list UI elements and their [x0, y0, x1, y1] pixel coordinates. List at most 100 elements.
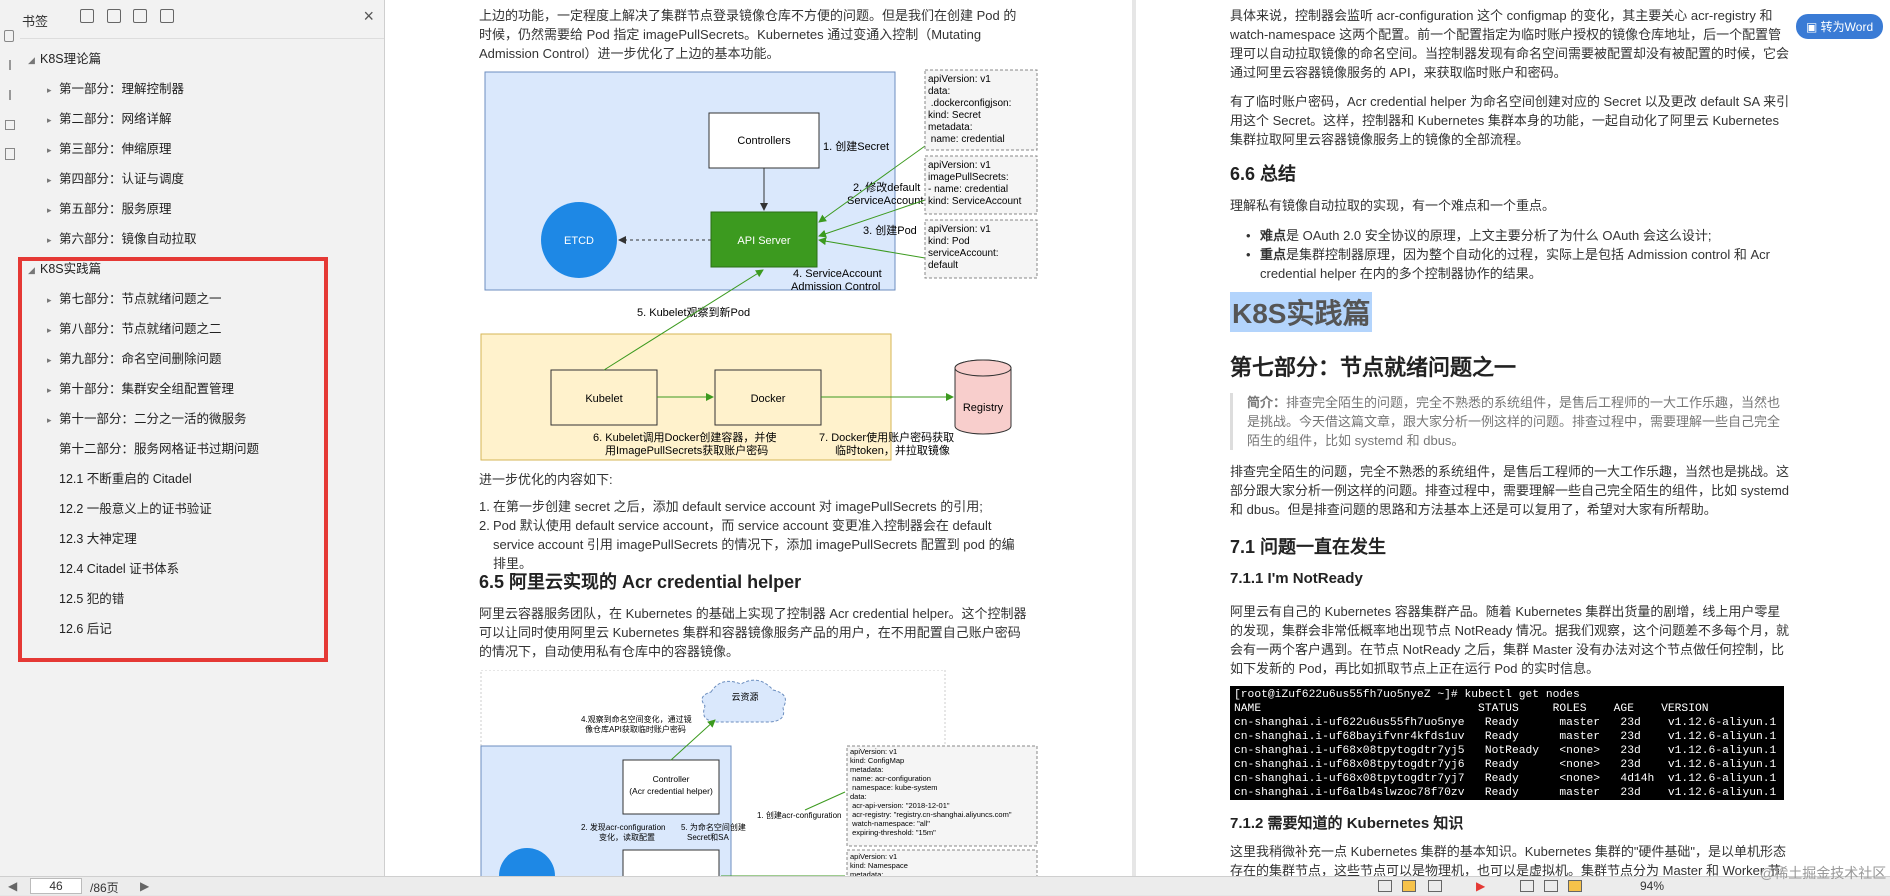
chevron-down-icon[interactable]: ◢ — [28, 265, 35, 275]
further-heading: 进一步优化的内容如下: — [479, 472, 613, 487]
note4a-label: 4.观察到命名空间变化，通过镜 — [581, 714, 692, 724]
terminal-output: [root@iZuf622u6us55fh7uo5nyeZ ~]# kubect… — [1230, 686, 1784, 800]
yaml-line: serviceAccount: — [928, 248, 999, 259]
prev-page-icon[interactable]: ◀ — [8, 879, 18, 893]
convert-to-word-button[interactable]: ▣ 转为Word — [1796, 14, 1884, 39]
bookmark-label: 第一部分：理解控制器 — [59, 82, 185, 96]
bookmark-item[interactable]: ▸第五部分：服务原理 — [47, 199, 172, 219]
next-page-icon[interactable]: ▶ — [140, 879, 150, 893]
chevron-right-icon[interactable]: ▸ — [47, 85, 52, 95]
chevron-right-icon[interactable]: ▸ — [47, 175, 52, 185]
bookmark-item[interactable]: ▸ 第七部分：节点就绪问题之一 — [47, 289, 222, 309]
two-page-icon[interactable] — [1428, 880, 1442, 892]
intro-paragraph: 上边的功能，一定程度上解决了集群节点登录镜像仓库不方便的问题。但是我们在创建 P… — [479, 8, 1017, 61]
chevron-right-icon[interactable]: ▸ — [47, 385, 52, 395]
chevron-right-icon[interactable]: ▸ — [47, 205, 52, 215]
terminal-line: [root@iZuf622u6us55fh7uo5nyeZ ~]# kubect… — [1234, 689, 1580, 701]
bookmark-label: 第七部分：节点就绪问题之一 — [59, 292, 222, 306]
bookmark-label: 第六部分：镜像自动拉取 — [59, 232, 197, 246]
docker-label: Docker — [751, 393, 786, 405]
chevron-right-icon[interactable]: ▸ — [47, 355, 52, 365]
cloud-resource-shape — [701, 679, 786, 723]
bookmark-group[interactable]: ◢ K8S理论篇 — [28, 49, 101, 69]
right-paragraph-2: 有了临时账户密码，Acr credential helper 为命名空间创建对应… — [1230, 94, 1790, 147]
bookmark-options-icon[interactable] — [160, 9, 174, 23]
thumbnail-icon[interactable] — [9, 60, 11, 70]
sidebar-header: 书签 × — [20, 0, 384, 39]
single-page-icon[interactable] — [1378, 880, 1392, 892]
yaml-line: data: — [928, 86, 950, 97]
etcd-node — [541, 202, 617, 278]
page-total: /86页 — [90, 881, 119, 895]
step7a-label: 7. Docker使用账户密码获取 — [819, 430, 954, 444]
yaml-line: watch-namespace: "all" — [850, 819, 930, 828]
bookmark-item[interactable]: ▸第九部分：命名空间删除问题 — [47, 349, 222, 369]
bookmark-panel-icon[interactable] — [4, 30, 14, 42]
add-bookmark-icon[interactable] — [133, 9, 147, 23]
bookmark-item[interactable]: ▸第二部分：网络详解 — [47, 109, 172, 129]
chevron-right-icon[interactable]: ▸ — [47, 235, 52, 245]
bookmark-label: 12.6 后记 — [59, 622, 112, 636]
chevron-right-icon[interactable]: ▸ — [47, 415, 52, 425]
right-paragraph-4: 排查完全陌生的问题，完全不熟悉的系统组件，是售后工程师的一大工作乐趣，当然也是挑… — [1230, 464, 1790, 517]
terminal-line: cn-shanghai.i-uf68x08tpytogdtr7yj6 Ready… — [1234, 759, 1777, 771]
bookmark-item[interactable]: ▸第十部分：集群安全组配置管理 — [47, 379, 234, 399]
right-paragraph-3: 理解私有镜像自动拉取的实现，有一个难点和一个重点。 — [1230, 198, 1556, 213]
bookmark-item[interactable]: 12.5 犯的错 — [47, 589, 124, 609]
fit-page-icon[interactable] — [1544, 880, 1558, 892]
chevron-down-icon[interactable]: ◢ — [28, 55, 35, 65]
page-number-input[interactable]: 46 — [30, 878, 82, 894]
bookmark-item[interactable]: 12.3 大神定理 — [47, 529, 137, 549]
expand-all-icon[interactable] — [80, 9, 94, 23]
bookmark-item[interactable]: ▸第四部分：认证与调度 — [47, 169, 184, 189]
layers-icon[interactable] — [5, 148, 15, 160]
yaml-line: namespace: kube-system — [850, 783, 938, 792]
yaml-line: metadata: — [850, 870, 883, 876]
continuous-page-icon[interactable] — [1402, 880, 1416, 892]
play-icon[interactable]: ▶ — [1476, 879, 1486, 893]
chevron-right-icon[interactable]: ▸ — [47, 295, 52, 305]
bookmark-item[interactable]: ▸第八部分：节点就绪问题之二 — [47, 319, 222, 339]
terminal-line: cn-shanghai.i-uf6alb4slwzoc78f70zv Ready… — [1234, 787, 1777, 799]
bookmark-item[interactable]: ▸第三部分：伸缩原理 — [47, 139, 172, 159]
fit-width-icon[interactable] — [1520, 880, 1534, 892]
step2a-label: 2. 修改default — [853, 180, 920, 194]
bookmark-item[interactable]: 12.2 一般意义上的证书验证 — [47, 499, 212, 519]
bookmark-group[interactable]: ◢K8S实践篇 — [28, 259, 101, 279]
pod-yaml-box — [924, 219, 1038, 279]
step5b-label: Secret和SA — [687, 833, 729, 842]
chevron-right-icon[interactable]: ▸ — [47, 145, 52, 155]
annotation-icon[interactable] — [9, 90, 11, 100]
collapse-all-icon[interactable] — [107, 9, 121, 23]
bookmark-label: K8S理论篇 — [40, 52, 102, 66]
close-icon[interactable]: × — [363, 6, 374, 26]
note4b-label: 像仓库API获取临时账户密码 — [585, 724, 686, 734]
chevron-right-icon[interactable]: ▸ — [47, 325, 52, 335]
attachment-icon[interactable] — [5, 120, 15, 130]
quote-text: 排查完全陌生的问题，完全不熟悉的系统组件，是售后工程师的一大工作乐趣，当然也是挑… — [1247, 395, 1781, 448]
secret-yaml-box — [924, 69, 1038, 151]
part-title-k8s-practice: K8S实践篇 — [1230, 292, 1373, 332]
yaml-line: apiVersion: v1 — [928, 160, 991, 171]
bookmark-item[interactable]: 第十二部分：服务网格证书过期问题 — [47, 439, 259, 459]
step1-label: 1. 创建acr-configuration — [757, 810, 841, 820]
chevron-right-icon[interactable]: ▸ — [47, 115, 52, 125]
terminal-line: cn-shanghai.i-uf68x08tpytogdtr7yj5 NotRe… — [1234, 745, 1777, 757]
word-icon: ▣ — [1806, 20, 1821, 34]
bookmark-item[interactable]: 12.4 Citadel 证书体系 — [47, 559, 179, 579]
bookmark-item[interactable]: ▸ 第六部分：镜像自动拉取 — [47, 229, 197, 249]
yaml-line: default — [928, 260, 958, 271]
bookmark-item[interactable]: ▸第十一部分：二分之一活的微服务 — [47, 409, 247, 429]
kubelet-box — [550, 369, 658, 426]
bullet-text: 是集群控制器原理，因为整个自动化的过程，实际上是包括 Admission con… — [1260, 247, 1770, 281]
step5a-label: 5. 为命名空间创建 — [681, 822, 746, 832]
actual-size-icon[interactable] — [1568, 880, 1582, 892]
bookmark-item[interactable]: 12.1 不断重启的 Citadel — [47, 469, 192, 489]
yaml-line: apiVersion: v1 — [850, 852, 897, 861]
yaml-line: name: acr-configuration — [850, 774, 931, 783]
zoom-level[interactable]: 94% — [1640, 879, 1665, 893]
yaml-line: acr-api-version: "2018-12-01" — [850, 801, 950, 810]
bookmark-item[interactable]: 12.6 后记 — [47, 619, 112, 639]
bookmark-item[interactable]: ▸ 第一部分：理解控制器 — [47, 79, 184, 99]
